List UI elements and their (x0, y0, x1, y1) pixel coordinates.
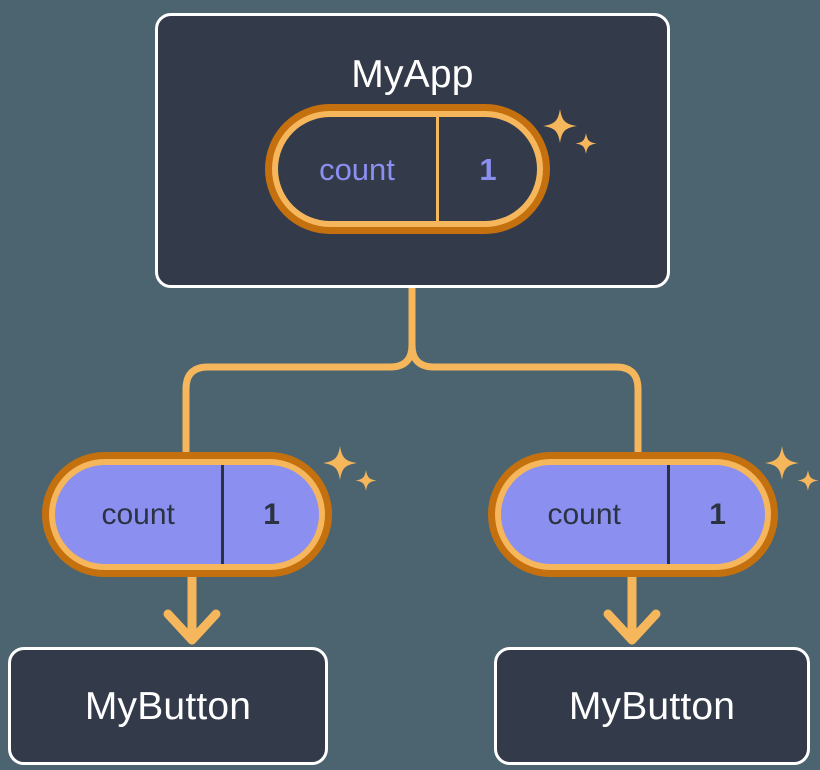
state-value-label: 1 (667, 465, 765, 564)
state-pill-inner: count 1 (501, 465, 765, 564)
sparkle-small-icon (797, 470, 819, 491)
state-key-label: count (547, 497, 621, 531)
sparkle-large-icon (543, 109, 577, 143)
component-card-myapp[interactable]: MyApp (155, 13, 670, 288)
state-pill-child-2[interactable]: count 1 (488, 452, 778, 577)
component-card-mybutton-2[interactable]: MyButton (494, 647, 810, 765)
sparkles-icon (538, 103, 608, 173)
card-title: MyButton (84, 684, 252, 728)
state-value-label: 1 (435, 117, 537, 221)
state-value-label: 1 (221, 465, 319, 564)
sparkle-large-icon (765, 446, 799, 480)
component-card-mybutton-1[interactable]: MyButton (8, 647, 328, 765)
sparkles-icon (318, 440, 388, 510)
state-key-label: count (101, 497, 175, 531)
state-pill-child-1[interactable]: count 1 (42, 452, 332, 577)
state-pill-body: count 1 (488, 452, 778, 577)
state-key-label: count (319, 151, 395, 187)
sparkle-small-icon (575, 133, 597, 154)
branch-connector-left (182, 284, 416, 456)
sparkle-small-icon (355, 470, 377, 491)
arrow-down-left-head (163, 609, 221, 645)
state-pill-inner: count 1 (278, 117, 537, 221)
sparkles-icon (760, 440, 820, 510)
sparkle-large-icon (323, 446, 357, 480)
card-title: MyButton (568, 684, 736, 728)
state-pill-body: count 1 (265, 104, 550, 234)
state-pill-myapp[interactable]: count 1 (265, 104, 550, 234)
state-pill-inner: count 1 (55, 465, 319, 564)
state-pill-body: count 1 (42, 452, 332, 577)
branch-connector-right (408, 284, 642, 456)
arrow-down-right-head (603, 609, 661, 645)
page-title: MyApp (351, 53, 474, 96)
